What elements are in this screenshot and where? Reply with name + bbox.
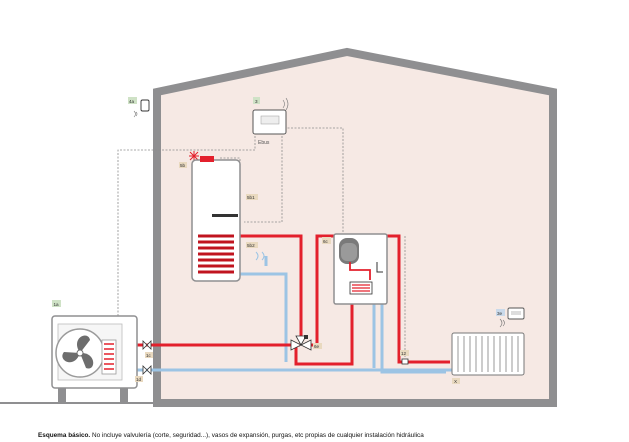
cold-pipes xyxy=(137,256,454,374)
room-thermostat: 3e xyxy=(496,307,525,328)
house-outline xyxy=(153,47,557,407)
three-way-valve-icon xyxy=(290,335,312,351)
wireless-sensor-icon xyxy=(140,99,150,112)
tag-1d: 1d xyxy=(136,377,142,382)
tag-5b1: 5b1 xyxy=(247,195,255,200)
tag-x: X xyxy=(454,379,457,384)
valve-1d: 1d xyxy=(135,365,152,382)
outdoor-heat-pump: 1a xyxy=(51,300,138,403)
tag-4a: 4a xyxy=(129,99,135,104)
wireless-sensor: 4a xyxy=(128,97,150,118)
tag-5b2: 5b2 xyxy=(247,243,255,248)
ebus-label: Ebus xyxy=(258,140,270,146)
hot-pipes xyxy=(137,158,450,366)
tag-12: 12 xyxy=(401,351,407,356)
tag-6e: 6e xyxy=(314,344,320,349)
wifi-signal-icon xyxy=(133,110,138,118)
tag-1a: 1a xyxy=(54,302,60,307)
radiator-valve: 12 xyxy=(400,350,409,365)
three-way-valve: 6e xyxy=(290,335,322,351)
dhw-tank-icon xyxy=(191,159,241,282)
heat-exchanger-coil xyxy=(101,339,117,375)
outdoor-heat-pump-icon xyxy=(55,328,105,378)
tag-3e: 3e xyxy=(497,311,503,316)
indoor-module: 6c xyxy=(322,233,388,305)
tag-5b: 5b xyxy=(180,163,186,168)
tag-3: 3 xyxy=(255,99,258,104)
caption-bold: Esquema básico. xyxy=(38,432,90,439)
system-controller: 3 Ebus xyxy=(252,97,289,146)
ebus-wiring xyxy=(117,127,406,358)
tag-1c: 1c xyxy=(146,353,152,358)
tag-6c: 6c xyxy=(323,239,329,244)
valve-1c: 1c xyxy=(142,340,153,358)
radiator: X xyxy=(451,332,525,384)
caption-rest: No incluye valvulería (corte, seguridad.… xyxy=(90,432,424,439)
dhw-tank: 5b 5b1 5b2 xyxy=(179,151,265,282)
caption: Esquema básico. No incluye valvulería (c… xyxy=(38,432,424,439)
tank-coil xyxy=(198,234,234,274)
